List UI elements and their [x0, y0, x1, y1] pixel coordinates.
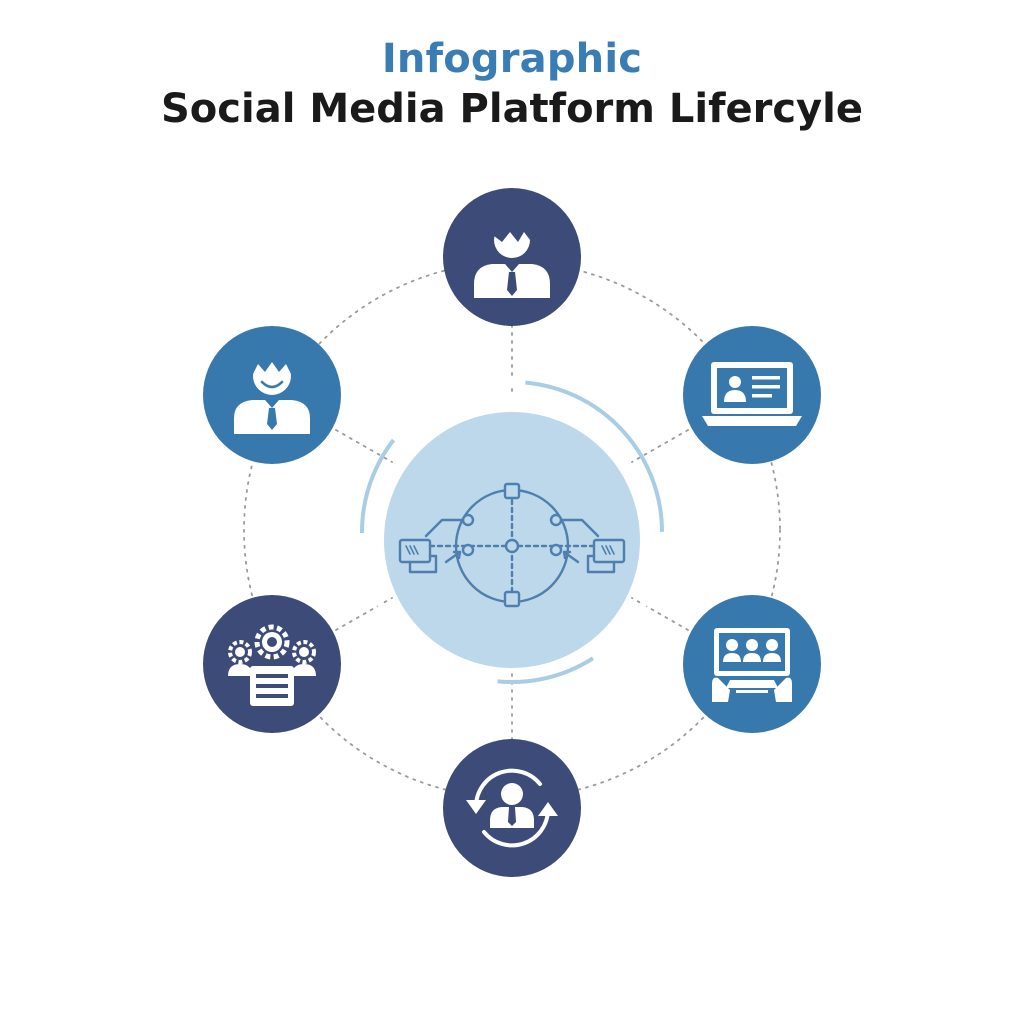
- node-upper-right: [683, 326, 821, 464]
- page-title: Social Media Platform Lifercyle: [161, 86, 863, 132]
- title-block: Infographic Social Media Platform Liferc…: [0, 34, 1024, 134]
- laptop-profile-icon: [702, 362, 802, 426]
- node-upper-left: [203, 326, 341, 464]
- smiling-user-icon: [234, 352, 310, 434]
- node-bottom: [443, 739, 581, 877]
- spoke-lower-left: [335, 597, 393, 631]
- node-top: [443, 188, 581, 326]
- node-lower-left: [203, 595, 341, 733]
- spoke-upper-right: [631, 429, 689, 463]
- kicker-title: Infographic: [381, 36, 643, 82]
- video-conference-icon: [712, 628, 792, 702]
- outer-dotted-ring: [243, 261, 781, 799]
- spoke-lower-right: [631, 597, 689, 631]
- hub-ring-gap: [358, 378, 666, 686]
- user-cycle-icon: [466, 768, 558, 848]
- team-gears-icon: [228, 624, 316, 706]
- central-hub: [358, 378, 666, 686]
- network-nodes-icon: [398, 482, 626, 608]
- businessman-icon: [474, 220, 550, 298]
- spoke-upper-left: [335, 429, 393, 463]
- node-lower-right: [683, 595, 821, 733]
